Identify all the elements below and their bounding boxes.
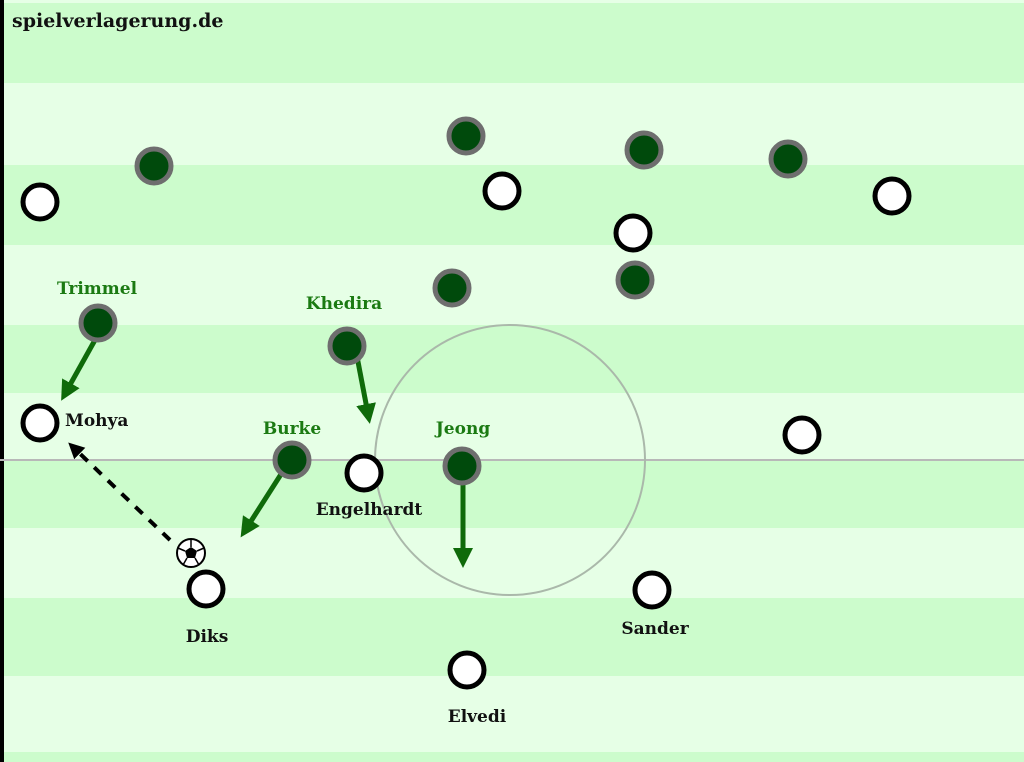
white-player (20, 182, 60, 222)
label-mohya: Mohya (65, 411, 128, 431)
white-player-mohya (20, 403, 60, 443)
soccer-ball-icon (176, 538, 206, 568)
green-player-khedira (327, 326, 367, 366)
white-player (872, 176, 912, 216)
green-player-jeong (442, 446, 482, 486)
green-team (78, 116, 808, 486)
white-player (482, 171, 522, 211)
white-player (613, 213, 653, 253)
label-khedira: Khedira (306, 294, 382, 314)
white-player-elvedi (447, 650, 487, 690)
pass-arrow (68, 442, 172, 542)
arrow-burke (240, 466, 288, 538)
watermark: spielverlagerung.de (12, 10, 223, 32)
green-player (432, 268, 472, 308)
green-player (615, 260, 655, 300)
white-player-engelhardt (344, 453, 384, 493)
player-labels: Trimmel Khedira Burke Jeong Mohya Engelh… (57, 279, 690, 727)
white-player-diks (186, 569, 226, 609)
green-player (446, 116, 486, 156)
label-engelhardt: Engelhardt (316, 500, 423, 520)
green-player-burke (272, 440, 312, 480)
white-team (20, 171, 912, 690)
left-border (0, 0, 4, 762)
white-player (782, 415, 822, 455)
green-player-trimmel (78, 303, 118, 343)
label-jeong: Jeong (434, 419, 491, 439)
arrow-trimmel (61, 338, 98, 401)
green-player (768, 139, 808, 179)
green-player (624, 130, 664, 170)
green-player (134, 146, 174, 186)
label-elvedi: Elvedi (448, 707, 507, 727)
label-trimmel: Trimmel (57, 279, 138, 299)
white-player-sander (632, 570, 672, 610)
label-diks: Diks (186, 627, 229, 647)
label-sander: Sander (621, 619, 689, 639)
label-burke: Burke (263, 419, 321, 439)
